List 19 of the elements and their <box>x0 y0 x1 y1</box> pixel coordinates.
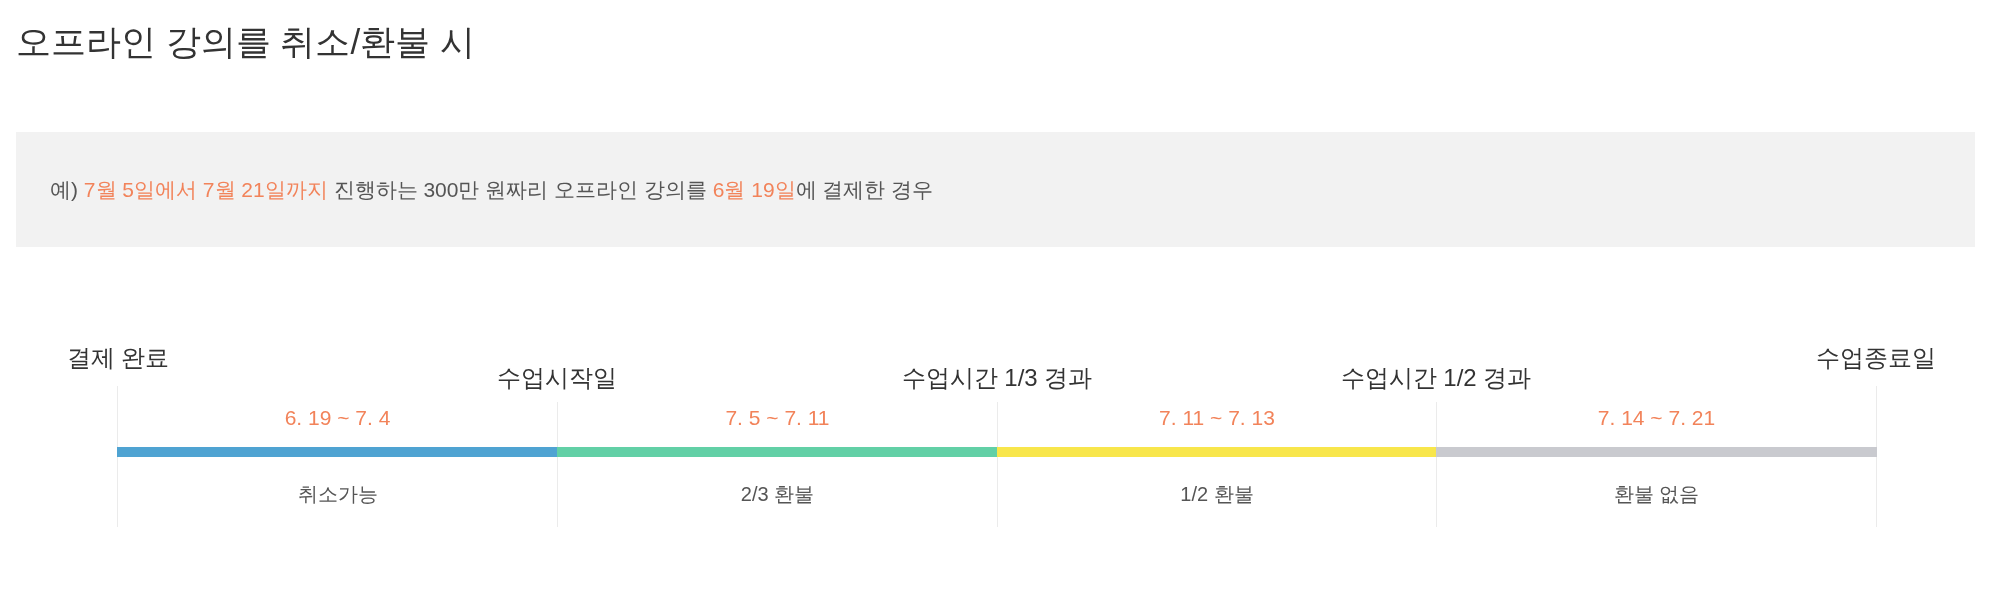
timeline-segment <box>557 402 997 527</box>
milestone-label: 수업시작일 <box>497 363 617 393</box>
refund-label: 취소가능 <box>297 482 378 507</box>
milestone-label: 수업시간 1/2 경과 <box>1340 363 1532 393</box>
timeline-segment <box>117 402 557 527</box>
milestone-label: 결제 완료 <box>66 343 170 373</box>
date-range: 7. 11 ~ 7. 13 <box>1159 405 1275 431</box>
refund-label: 환불 없음 <box>1613 482 1700 507</box>
timeline-segment <box>1436 402 1877 527</box>
example-text: 예) 7월 5일에서 7월 21일까지 진행하는 300만 원짜리 오프라인 강의를 6월 19일에 결제한 경우 <box>50 177 934 203</box>
page-title: 오프라인 강의를 취소/환불 시 <box>16 21 475 63</box>
refund-label: 1/2 환불 <box>1180 482 1254 507</box>
milestone-label: 수업종료일 <box>1816 343 1936 373</box>
timeline-segment <box>997 402 1436 527</box>
date-range: 7. 14 ~ 7. 21 <box>1597 405 1716 431</box>
milestone-label: 수업시간 1/3 경과 <box>901 363 1093 393</box>
refund-label: 2/3 환불 <box>740 482 815 507</box>
date-range: 7. 5 ~ 7. 11 <box>725 405 830 431</box>
date-range: 6. 19 ~ 7. 4 <box>284 405 391 431</box>
